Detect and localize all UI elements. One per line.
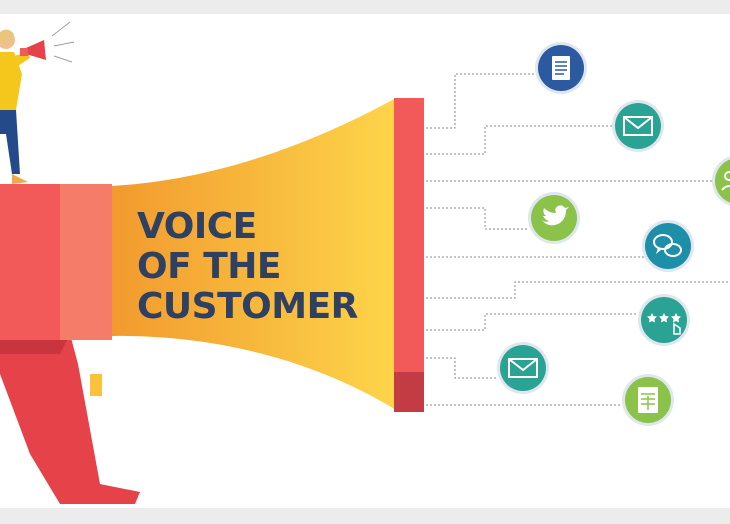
person-figure	[0, 21, 75, 184]
form-icon	[622, 374, 674, 426]
mail-icon	[612, 100, 664, 152]
headline: VOICE OF THE CUSTOMER	[137, 207, 387, 327]
user-icon	[712, 156, 730, 206]
connector-lines	[426, 73, 730, 406]
headline-line-3: CUSTOMER	[137, 286, 358, 327]
rating-stars-icon	[638, 294, 690, 346]
megaphone-cone	[112, 98, 396, 410]
megaphone-rim	[394, 98, 424, 412]
megaphone-handle	[0, 334, 140, 504]
twitter-icon	[528, 192, 580, 244]
headline-line-1: VOICE	[137, 206, 257, 247]
chat-icon	[642, 220, 694, 272]
mail-icon-2	[497, 342, 549, 394]
megaphone-illustration	[0, 21, 730, 504]
headline-line-2: OF THE	[137, 246, 282, 287]
document-icon	[535, 42, 587, 94]
illustration-frame: VOICE OF THE CUSTOMER	[0, 14, 730, 508]
